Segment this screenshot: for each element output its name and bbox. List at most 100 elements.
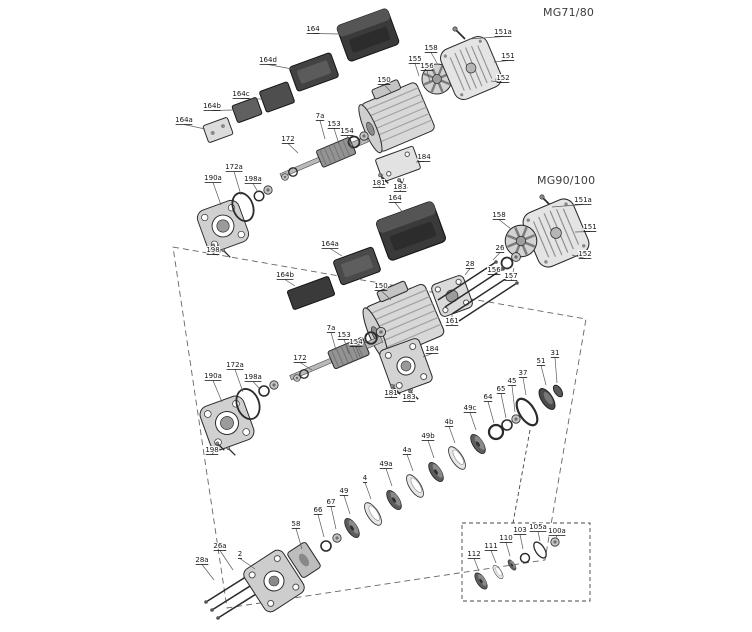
part-label: 4b — [445, 418, 454, 426]
part-label: 152 — [496, 74, 509, 82]
part-callout: 154 — [348, 337, 364, 360]
part-callout: 164d — [258, 55, 293, 70]
part-label: 103 — [513, 526, 526, 534]
part-label: 152 — [578, 250, 591, 258]
part-callout: 164 — [305, 24, 342, 35]
terminal-box-base — [333, 246, 381, 286]
part-callout: 111 — [483, 541, 499, 564]
part-label: 151 — [583, 223, 596, 231]
part-label: 37 — [519, 369, 528, 377]
service-kit-box — [461, 522, 591, 602]
part-callout: 151 — [493, 51, 516, 63]
part-label: 158 — [492, 211, 505, 219]
part-callout: 151a — [468, 27, 513, 40]
terminal-block — [259, 81, 295, 113]
part-callout: 112 — [466, 549, 482, 572]
part-callout: 164b — [202, 101, 235, 111]
part-label: 67 — [327, 498, 336, 506]
part-callout: 153 — [326, 119, 342, 145]
part-callout: 67 — [326, 497, 336, 530]
part-callout: 49a — [378, 459, 394, 487]
part-callout: 51 — [536, 356, 546, 386]
diagram-title-mg71-80: MG71/80 — [543, 6, 595, 19]
neck-ring — [487, 423, 505, 441]
part-callout: 183 — [401, 387, 417, 402]
part-label: 49 — [340, 487, 349, 495]
part-callout: 184 — [415, 152, 432, 163]
part-label: 151a — [574, 196, 592, 204]
part-label: 100a — [548, 527, 566, 535]
ball-bearing — [281, 173, 289, 181]
pump-head-flange — [243, 549, 305, 613]
part-label: 198a — [244, 175, 262, 183]
part-callout: 31 — [550, 348, 560, 384]
part-callout: 164a — [174, 115, 206, 130]
part-callout: 4 — [362, 473, 372, 500]
part-label: 4a — [403, 446, 412, 454]
through-bolts — [437, 260, 519, 322]
ball-bearing — [511, 414, 521, 424]
cable-clamp — [202, 117, 234, 143]
fan-cover — [436, 32, 506, 104]
part-callout: 172a — [224, 162, 244, 196]
part-callout: 45 — [507, 376, 517, 413]
part-callout: 198 — [204, 443, 220, 455]
o-ring — [530, 539, 550, 561]
part-callout: 66 — [313, 505, 325, 538]
part-label: 172 — [281, 135, 294, 143]
part-label: 153 — [327, 120, 340, 128]
part-callout: 110 — [498, 533, 514, 557]
part-callout: 4a — [402, 445, 414, 472]
part-callout: 198a — [243, 174, 263, 193]
diagram-title-mg90-100: MG90/100 — [537, 174, 596, 187]
pump-section-boundary — [172, 246, 587, 609]
impeller — [467, 431, 489, 457]
part-callout: 105a — [528, 522, 548, 542]
part-label: 58 — [292, 520, 301, 528]
part-label: 183 — [402, 393, 415, 401]
part-label: 111 — [484, 542, 497, 550]
part-callout: 183 — [392, 177, 408, 192]
part-label: 172 — [293, 354, 306, 362]
part-label: 49a — [379, 460, 392, 468]
part-callout: 154 — [339, 126, 355, 150]
part-labels-layer: 164164d164c164b164a151a15115215815015515… — [174, 24, 598, 581]
ball-bearing — [375, 326, 387, 338]
chamber — [360, 499, 386, 529]
screw — [226, 446, 236, 456]
terminal-box-gasket — [286, 276, 336, 310]
part-callout: 198 — [205, 243, 221, 255]
part-label: 7a — [327, 324, 336, 332]
part-label: 153 — [337, 331, 350, 339]
part-label: 172a — [225, 163, 243, 171]
part-callout: 7a — [326, 323, 336, 351]
washer — [501, 419, 513, 431]
part-callout: 172a — [225, 360, 245, 393]
washer — [253, 190, 265, 202]
part-label: 164 — [388, 194, 402, 202]
seal-carrier — [287, 542, 321, 578]
impeller — [425, 459, 447, 485]
part-label: 158 — [424, 44, 437, 52]
ball-bearing — [359, 131, 369, 141]
part-callout: 181 — [383, 383, 399, 398]
part-label: 28 — [466, 260, 475, 268]
part-label: 157 — [504, 272, 517, 280]
part-callout: 7a — [315, 111, 325, 140]
part-label: 2 — [238, 550, 242, 558]
washer — [320, 540, 332, 552]
part-label: 164c — [232, 90, 249, 98]
part-callout: 49c — [463, 403, 478, 431]
part-callout: 4b — [444, 417, 456, 444]
motor-flange — [197, 393, 257, 453]
kit-link-line — [512, 429, 531, 524]
part-callout: 190a — [203, 371, 223, 403]
part-callout: 152 — [490, 73, 511, 83]
part-label: 31 — [551, 349, 560, 357]
part-label: 150 — [377, 76, 390, 84]
part-label: 164b — [203, 102, 221, 110]
part-callout: 64 — [483, 392, 495, 424]
part-callout: 103 — [512, 525, 528, 550]
